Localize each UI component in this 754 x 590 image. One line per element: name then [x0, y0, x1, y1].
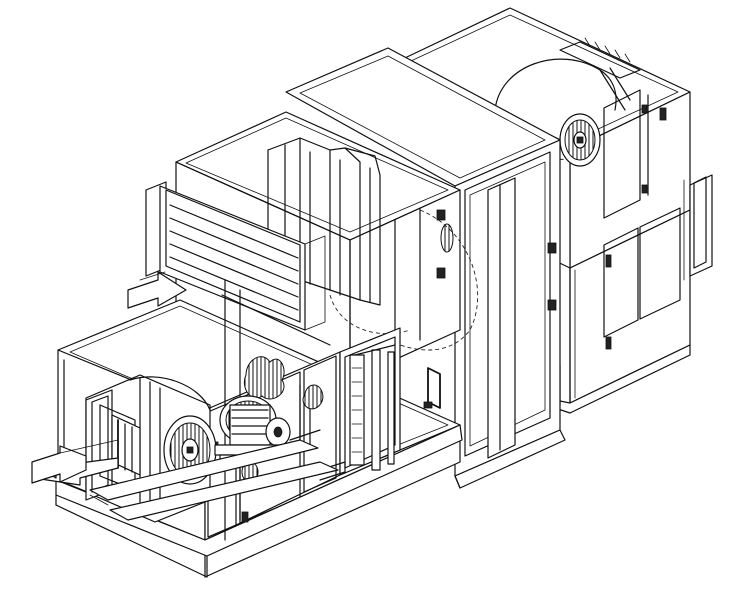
intake-damper: [145, 181, 326, 331]
supply-outlet-arrow-icon: [31, 439, 119, 486]
return-inlet-arrow-icon: [127, 271, 187, 309]
filter-section: [175, 111, 479, 381]
fan-base-rails: [89, 439, 339, 521]
mixing-section: [285, 47, 566, 489]
return-fan-wheel: [559, 113, 601, 167]
coil-section: [289, 327, 441, 481]
upper-rear-unit: [387, 7, 713, 414]
